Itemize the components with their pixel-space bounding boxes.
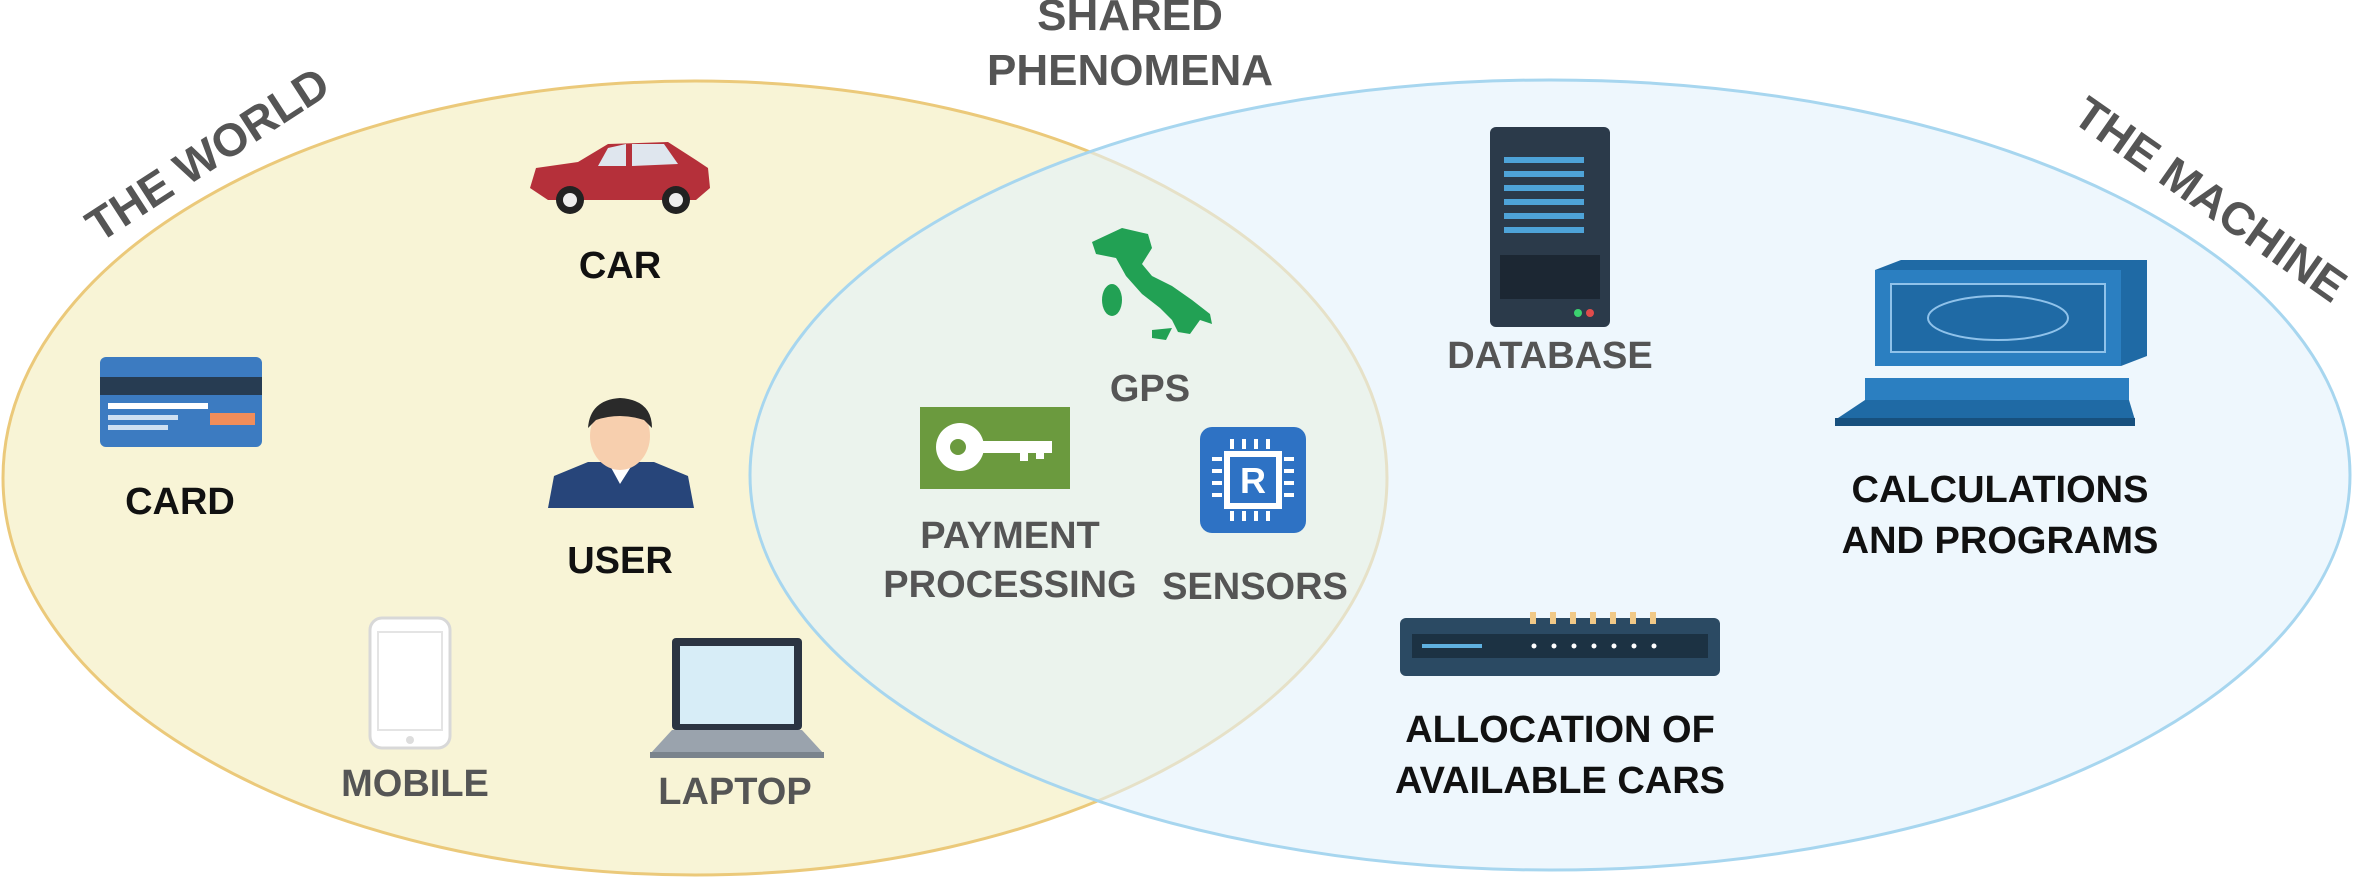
calculations-label: CALCULATIONS AND PROGRAMS [1841, 469, 2159, 563]
database-label: DATABASE [1447, 335, 1653, 377]
mobile-phone-icon [368, 616, 452, 750]
svg-text:R: R [1240, 460, 1266, 501]
server-icon [1490, 127, 1610, 327]
computer-icon [1835, 260, 2147, 426]
chip-icon: R [1200, 427, 1306, 533]
allocation-label: ALLOCATION OF AVAILABLE CARS [1394, 709, 1726, 803]
car-icon [530, 142, 710, 214]
shared-phenomena-title: SHARED PHENOMENA [960, 0, 1300, 98]
italy-map-icon [1092, 228, 1212, 340]
laptop-icon [650, 638, 824, 758]
key-icon [920, 407, 1070, 489]
payment-processing-label: PAYMENT PROCESSING [883, 515, 1137, 607]
laptop-label: LAPTOP [658, 771, 812, 813]
mobile-label: MOBILE [341, 763, 489, 805]
shared-phenomena-title-text: SHARED PHENOMENA [986, 0, 1274, 95]
sensors-label: SENSORS [1162, 566, 1348, 608]
user-label: USER [567, 540, 673, 582]
car-label: CAR [578, 245, 662, 287]
card-label: CARD [125, 481, 235, 523]
credit-card-icon [100, 357, 262, 447]
gps-label: GPS [1109, 368, 1191, 410]
user-icon [548, 398, 694, 508]
router-icon [1400, 612, 1720, 676]
